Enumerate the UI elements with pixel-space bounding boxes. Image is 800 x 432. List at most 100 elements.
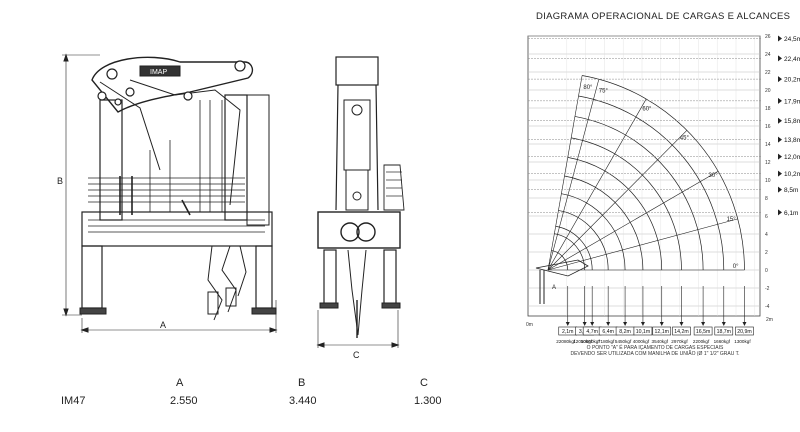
angle-ray <box>547 130 688 271</box>
load-label: 2200kgf <box>693 339 710 344</box>
reach-label: 8,2m <box>619 329 631 335</box>
reach-box <box>652 326 672 336</box>
reach-label: 18,7m <box>717 329 731 335</box>
load-arrow <box>590 322 595 326</box>
right-axis-tick: 8 <box>765 196 768 202</box>
load-label: 3540kgf <box>652 339 669 344</box>
right-axis-tick: 12 <box>765 160 771 166</box>
height-arrow <box>778 35 782 42</box>
reach-arc <box>571 137 682 271</box>
right-axis-tick: 26 <box>765 34 771 40</box>
chart-note: O PONTO "A" É PARA IÇAMENTO DE CARGAS ES… <box>520 345 790 357</box>
right-axis-tick: 20 <box>765 88 771 94</box>
load-label: 10050kgf <box>581 339 601 344</box>
reach-box <box>714 326 734 336</box>
angle-ray <box>547 170 719 271</box>
reach-arc <box>567 157 663 271</box>
angle-label: 80° <box>583 85 593 91</box>
height-label: 6,1m <box>784 210 798 217</box>
reach-box <box>735 326 754 336</box>
load-label: 1660kgf <box>714 339 731 344</box>
load-arrow <box>565 322 570 326</box>
table-header-c: C <box>420 377 428 389</box>
load-arrow <box>582 322 587 326</box>
load-arrow <box>606 322 611 326</box>
note-line-2: DEVENDO SER UTILIZADA COM MANILHA DE UNI… <box>570 351 740 357</box>
reach-label: 10,1m <box>636 329 650 335</box>
height-arrow <box>778 170 782 177</box>
table-model: IM47 <box>61 395 86 407</box>
reach-label: 16,5m <box>696 329 710 335</box>
reach-arc <box>561 193 626 271</box>
right-axis-tick: -2 <box>765 286 770 292</box>
reach-label: 2,1m <box>562 329 574 335</box>
load-label: 12050kgf <box>573 339 593 344</box>
load-label: 1300kgf <box>734 339 751 344</box>
load-label: 5450kgf <box>615 339 632 344</box>
dimension-table: A B C IM47 2.550 3.440 1.300 <box>0 372 800 432</box>
svg-text:IMAP: IMAP <box>150 69 167 76</box>
height-arrow <box>778 153 782 160</box>
right-axis-tick: 16 <box>765 124 771 130</box>
right-axis-tick: 14 <box>765 142 771 148</box>
table-value-c: 1.300 <box>414 395 442 407</box>
load-label: 7180kgf <box>598 339 615 344</box>
load-arrow <box>721 322 726 326</box>
angle-ray <box>547 79 600 271</box>
height-arrow <box>778 209 782 216</box>
reach-box <box>672 326 691 336</box>
chart-title: DIAGRAMA OPERACIONAL DE CARGAS E ALCANCE… <box>536 11 791 22</box>
height-label: 12,0m <box>784 154 800 161</box>
right-axis-tick: 0 <box>765 268 768 274</box>
right-axis-tick: -4 <box>765 304 770 310</box>
load-arrow <box>659 322 664 326</box>
height-label: 10,2m <box>784 171 800 178</box>
chart-frame <box>527 35 761 317</box>
right-axis-tick: 4 <box>765 232 768 238</box>
load-arrow <box>623 322 628 326</box>
angle-label: 45° <box>680 136 690 142</box>
height-label: 8,5m <box>784 187 798 194</box>
height-label: 17,9m <box>784 98 800 105</box>
reach-label: 4,7m <box>586 329 598 335</box>
dim-a-label: A <box>160 320 166 330</box>
right-axis-tick: 22 <box>765 70 771 76</box>
angle-label: 30° <box>709 173 719 179</box>
right-axis-tick: 10 <box>765 178 771 184</box>
right-axis-tick: 18 <box>765 106 771 112</box>
angle-ray <box>547 75 583 271</box>
reach-box <box>633 326 653 336</box>
load-arrow <box>640 322 645 326</box>
axis-zero-label: 0m <box>526 322 533 328</box>
crane-side-view: IMAP <box>57 53 278 333</box>
load-label: 4000kgf <box>633 339 650 344</box>
angle-ray <box>547 98 647 271</box>
reach-arc <box>564 175 644 271</box>
dim-c-label: C <box>353 350 360 360</box>
height-label: 24,5m <box>784 36 800 43</box>
reach-arc <box>558 210 609 271</box>
axis-right-label: 2m <box>766 317 773 323</box>
note-line-1: O PONTO "A" É PARA IÇAMENTO DE CARGAS ES… <box>586 345 724 351</box>
load-arrow <box>742 322 747 326</box>
height-label: 15,8m <box>784 118 800 125</box>
height-arrow <box>778 55 782 62</box>
table-value-b: 3.440 <box>289 395 317 407</box>
height-label: 13,8m <box>784 137 800 144</box>
dim-b-label: B <box>57 176 63 186</box>
load-chart: 26242220181614121086420-2-480°75°60°45°3… <box>526 34 800 344</box>
table-value-a: 2.550 <box>170 395 198 407</box>
reach-arc <box>551 250 569 271</box>
load-arrow <box>701 322 706 326</box>
angle-label: 75° <box>599 88 609 94</box>
right-axis-tick: 2 <box>765 250 768 256</box>
load-arrow <box>679 322 684 326</box>
height-arrow <box>778 97 782 104</box>
crane-front-view: C <box>316 56 405 360</box>
point-a-label: A <box>552 285 556 291</box>
height-arrow <box>778 76 782 83</box>
right-axis-tick: 24 <box>765 52 771 58</box>
reach-arc <box>578 95 725 271</box>
reach-label: 14,2m <box>674 329 688 335</box>
